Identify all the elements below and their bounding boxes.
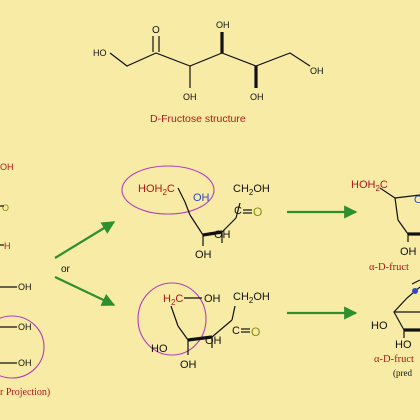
fischer-projection: OH O H OH OH OH r Projection) — [0, 162, 50, 398]
carbonyl-o-lower: O — [251, 325, 260, 339]
oh-blue-upper: OH — [193, 192, 210, 204]
ring-o-product-upper: O — [414, 194, 420, 206]
fischer-row-5: OH — [18, 322, 32, 332]
oh-left-label: HO — [93, 48, 107, 58]
oh-c3-label: OH — [183, 92, 197, 102]
oh-bottom-left-upper: OH — [195, 249, 212, 261]
fischer-ring-highlight — [0, 315, 45, 379]
oh-bottom-product-upper: OH — [400, 246, 417, 258]
oh-c4-label: OH — [216, 20, 230, 30]
haworth-upper: HOH2C OH CH2OH C O OH OH — [121, 165, 270, 261]
oh-bottom-right-upper: OH — [214, 229, 231, 241]
ho-left-lower: HO — [151, 343, 168, 355]
d-fructose-caption: D-Fructose structure — [150, 113, 246, 125]
fischer-caption: r Projection) — [0, 387, 50, 398]
lower-ring-highlight — [137, 282, 207, 356]
fischer-row-6: OH — [18, 358, 32, 368]
oh-c5-label: OH — [250, 92, 264, 102]
ho-left-product-lower: HO — [371, 320, 388, 332]
fischer-row-4: OH — [18, 282, 32, 292]
oh-top-lower: OH — [204, 293, 221, 305]
carbonyl-o-label: O — [152, 25, 160, 36]
haworth-lower: H2C OH CH2OH C O HO OH OH — [137, 282, 270, 371]
carbonyl-c-lower: C — [232, 325, 240, 337]
ch2oh-upper: CH2OH — [233, 183, 270, 197]
arrow-lower-left — [54, 276, 116, 306]
d-fructose-open-chain: HO O OH OH OH OH D-Fructose structure — [93, 20, 324, 125]
upper-ring-highlight — [121, 165, 215, 215]
oh-bottom-lower: OH — [180, 359, 197, 371]
carbonyl-o-upper: O — [253, 205, 262, 219]
subcaption-product-lower: (pred — [393, 368, 412, 378]
carbonyl-c-upper: C — [234, 205, 242, 217]
ch2oh-lower: CH2OH — [233, 291, 270, 305]
oh-terminal-label: OH — [310, 66, 324, 76]
arrow-upper-left — [54, 221, 116, 259]
or-label: or — [61, 264, 71, 275]
hoh2c-product: HOH2C — [351, 179, 388, 193]
caption-product-lower: α-D-fruct — [374, 354, 414, 365]
fischer-row-3: H — [4, 241, 11, 251]
ho-mid-product-lower: HO — [395, 339, 412, 351]
product-upper: HOH2C O OH α-D-fruct — [351, 179, 420, 273]
product-lower: HO HO α-D-fruct (pred — [371, 279, 420, 378]
h2c-lower: H2C — [163, 293, 183, 307]
hoh2c-upper: HOH2C — [138, 183, 175, 197]
caption-product-upper: α-D-fruct — [369, 262, 409, 273]
fischer-row-2: O — [2, 203, 9, 213]
fischer-row-1: OH — [0, 162, 14, 172]
oh-right-lower: OH — [205, 335, 222, 347]
